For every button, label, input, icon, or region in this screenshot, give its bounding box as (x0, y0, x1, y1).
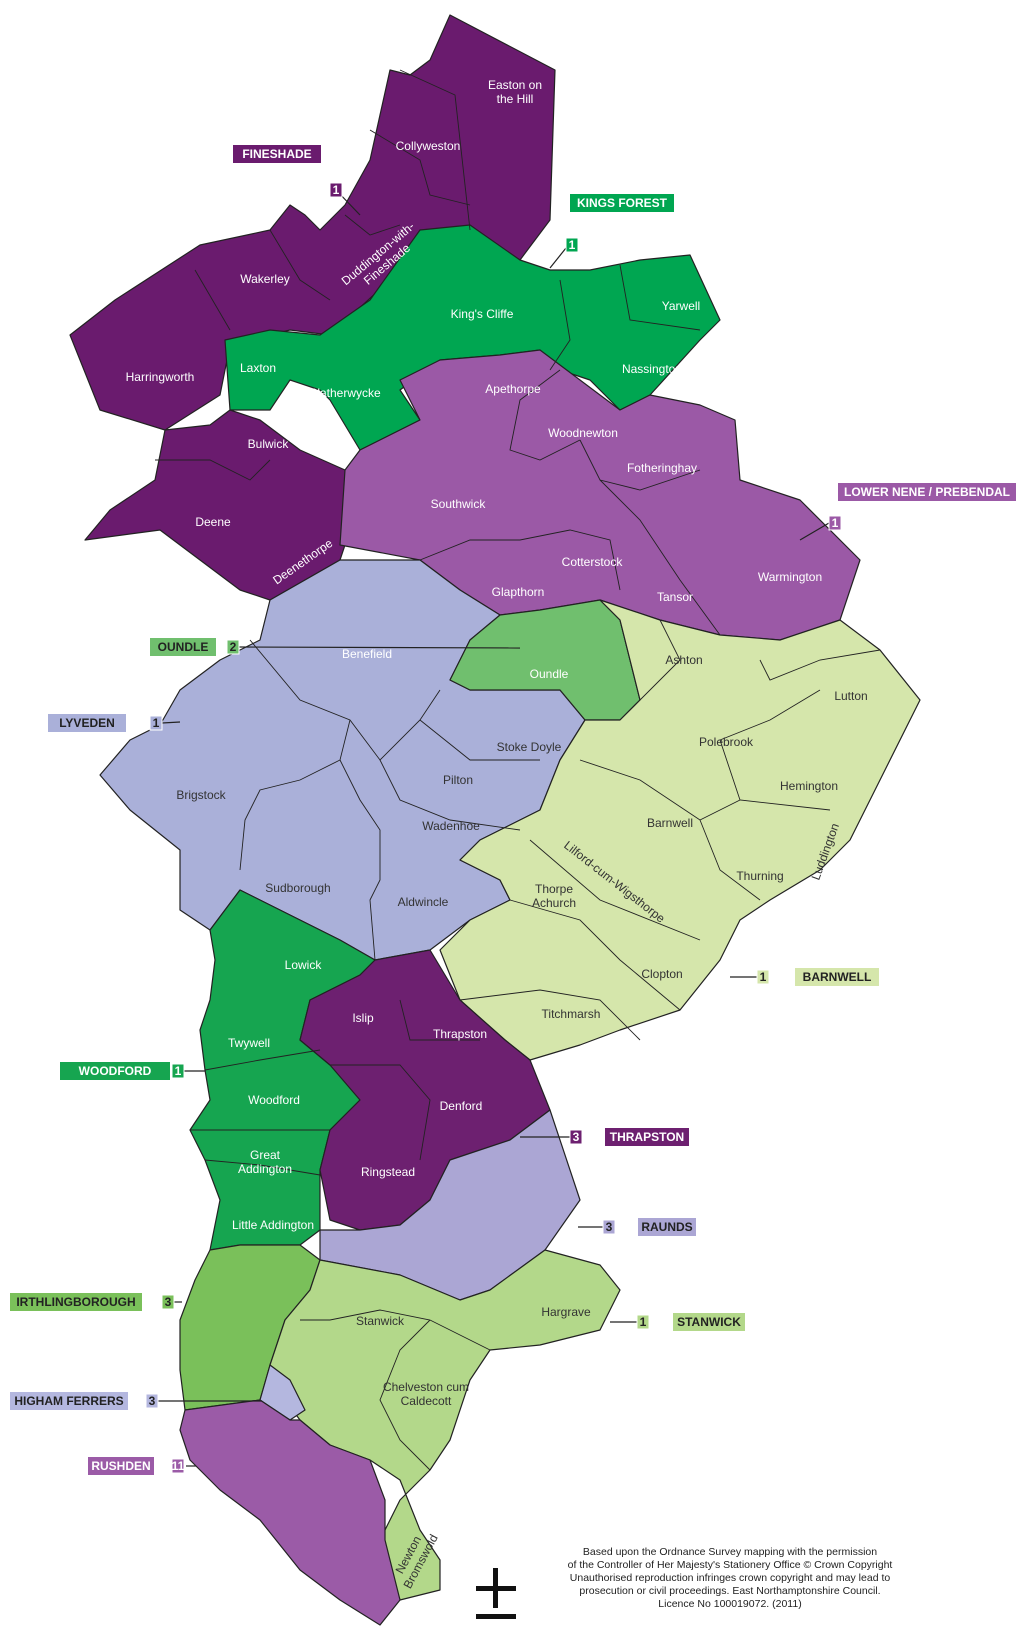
label-clopton: Clopton (641, 967, 682, 981)
ward-seat-count: 3 (149, 1394, 156, 1408)
ward-seat-count: 1 (569, 238, 576, 252)
ward-seat-count: 3 (165, 1295, 172, 1309)
ward-name: BARNWELL (803, 970, 872, 984)
label-deene: Deene (195, 515, 231, 529)
label-ringstead: Ringstead (361, 1165, 415, 1179)
label-stoke-doyle: Stoke Doyle (497, 740, 562, 754)
ward-name: IRTHLINGBOROUGH (16, 1295, 135, 1309)
ward-seat-count: 1 (333, 183, 340, 197)
ward-barnwell[interactable]: BARNWELL 1 (730, 968, 879, 986)
ward-seat-count: 1 (175, 1064, 182, 1078)
copyright-notice: Based upon the Ordnance Survey mapping w… (567, 1546, 893, 1610)
label-glapthorn: Glapthorn (492, 585, 545, 599)
label-stanwick: Stanwick (356, 1314, 405, 1328)
label-blatherwycke: Blatherwycke (309, 386, 381, 400)
label-kings-cliffe: King's Cliffe (451, 307, 514, 321)
label-twywell: Twywell (228, 1036, 270, 1050)
label-yarwell: Yarwell (662, 299, 700, 313)
ward-seat-count: 1 (760, 970, 767, 984)
label-brigstock: Brigstock (176, 788, 226, 802)
label-little-addington: Little Addington (232, 1218, 314, 1232)
region-barnwell[interactable] (439, 599, 921, 1061)
ward-fineshade[interactable]: FINESHADE 1 (233, 145, 361, 216)
ward-name: HIGHAM FERRERS (14, 1394, 123, 1408)
label-barnwell: Barnwell (647, 816, 693, 830)
label-apethorpe: Apethorpe (485, 382, 541, 396)
label-benefield: Benefield (342, 647, 392, 661)
ward-name: FINESHADE (242, 147, 311, 161)
ward-seat-count: 3 (606, 1220, 613, 1234)
ward-higham[interactable]: HIGHAM FERRERS 3 (10, 1392, 262, 1410)
label-cotterstock: Cotterstock (562, 555, 624, 569)
ward-seat-count: 1 (640, 1315, 647, 1329)
ward-name: LOWER NENE / PREBENDAL (844, 485, 1010, 499)
label-islip: Islip (352, 1011, 374, 1025)
label-collyweston: Collyweston (396, 139, 461, 153)
label-warmington: Warmington (758, 570, 822, 584)
label-laxton: Laxton (240, 361, 276, 375)
ward-oundle[interactable]: OUNDLE 2 (150, 638, 521, 656)
label-nassington: Nassington (622, 362, 682, 376)
label-hargrave: Hargrave (541, 1305, 591, 1319)
ward-seat-count: 1 (832, 516, 839, 530)
ward-seat-count: 2 (230, 640, 237, 654)
label-woodford: Woodford (248, 1093, 300, 1107)
ward-rushden[interactable]: RUSHDEN 11 (88, 1457, 196, 1475)
label-polebrook: Polebrook (699, 735, 754, 749)
ward-irthlingborough[interactable]: IRTHLINGBOROUGH 3 (10, 1293, 182, 1311)
label-thrapston: Thrapston (433, 1027, 487, 1041)
label-sudborough: Sudborough (265, 881, 330, 895)
label-wadenhoe: Wadenhoe (422, 819, 480, 833)
ward-thrapston[interactable]: THRAPSTON 3 (520, 1128, 689, 1146)
label-lutton: Lutton (834, 689, 867, 703)
label-fotheringhay: Fotheringhay (627, 461, 697, 475)
label-titchmarsh: Titchmarsh (542, 1007, 601, 1021)
ward-lyveden[interactable]: LYVEDEN 1 (48, 714, 181, 732)
ward-name: KINGS FOREST (577, 196, 668, 210)
ward-name: OUNDLE (158, 640, 209, 654)
ward-kings-forest[interactable]: KINGS FOREST 1 (549, 194, 674, 269)
ward-name: RAUNDS (641, 1220, 692, 1234)
ward-name: STANWICK (677, 1315, 741, 1329)
label-southwick: Southwick (431, 497, 487, 511)
label-hemington: Hemington (780, 779, 838, 793)
ward-stanwick[interactable]: STANWICK 1 (610, 1313, 745, 1331)
ward-raunds[interactable]: RAUNDS 3 (578, 1218, 696, 1236)
region-rushden[interactable] (179, 1399, 401, 1626)
label-pilton: Pilton (443, 773, 473, 787)
ward-lower-nene[interactable]: LOWER NENE / PREBENDAL 1 (799, 483, 1016, 541)
ward-seat-count: 1 (153, 716, 160, 730)
label-thurning: Thurning (736, 869, 783, 883)
label-ashton: Ashton (665, 653, 702, 667)
label-aldwincle: Aldwincle (398, 895, 449, 909)
north-arrow-icon (476, 1568, 516, 1619)
label-denford: Denford (440, 1099, 483, 1113)
ward-name: RUSHDEN (91, 1459, 150, 1473)
label-bulwick: Bulwick (248, 437, 290, 451)
ward-seat-count: 11 (172, 1459, 185, 1473)
ward-name: LYVEDEN (59, 716, 115, 730)
ward-seat-count: 3 (573, 1130, 580, 1144)
label-wakerley: Wakerley (240, 272, 290, 286)
ward-woodford[interactable]: WOODFORD 1 (60, 1062, 205, 1080)
label-harringworth: Harringworth (126, 370, 195, 384)
ward-name: THRAPSTON (610, 1130, 684, 1144)
label-oundle: Oundle (530, 667, 569, 681)
label-lowick: Lowick (285, 958, 323, 972)
ward-name: WOODFORD (79, 1064, 152, 1078)
label-tansor: Tansor (657, 590, 693, 604)
label-woodnewton: Woodnewton (548, 426, 618, 440)
